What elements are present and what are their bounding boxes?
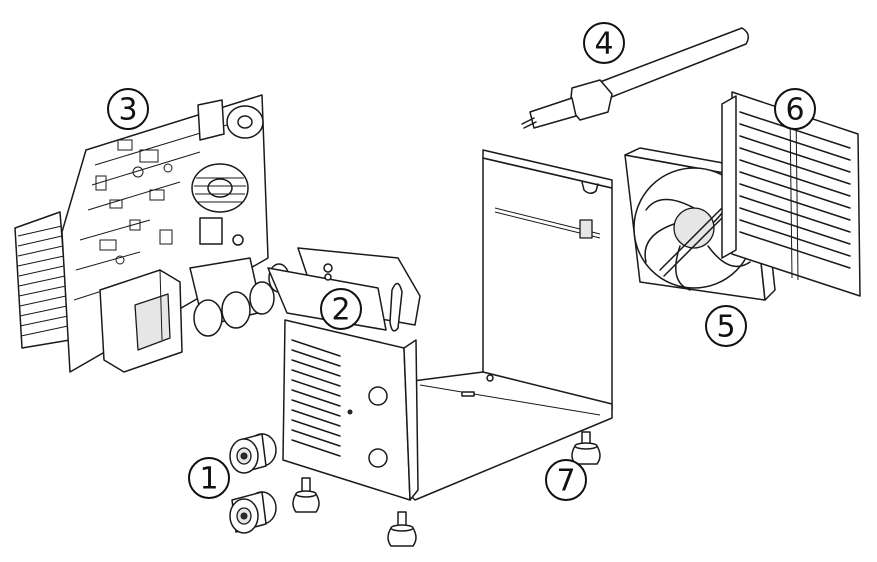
chassis-side-wall [282,319,411,501]
callout-6-label: 6 [785,93,804,128]
board-capacitor [199,217,244,246]
toroid-coil-small [226,105,264,139]
rubber-foot-left [292,477,320,513]
output-socket-upper [229,433,277,474]
socket-hole-lower [368,448,388,468]
heatsink [14,211,71,349]
relay [197,99,225,141]
transformer [99,269,183,373]
rubber-foot-right [571,431,601,465]
callout-4: 4 [583,22,625,64]
fan-filter-grille [721,91,861,297]
callout-5: 5 [705,305,747,347]
callout-1-label: 1 [199,462,218,497]
chassis-rear-wall [482,157,613,411]
toroid-coil-large [191,163,249,213]
output-socket-lower [229,491,277,534]
power-cable [521,27,749,129]
callout-4-label: 4 [594,27,613,62]
callout-7-label: 7 [556,464,575,499]
rubber-foot-bottom [387,511,417,547]
callout-6: 6 [774,88,816,130]
callout-1: 1 [188,457,230,499]
callout-2: 2 [320,288,362,330]
callout-3-label: 3 [118,93,137,128]
callout-7: 7 [545,459,587,501]
capacitors [189,257,290,337]
callout-3: 3 [107,88,149,130]
ventilation-slots [291,339,341,457]
circuit-board-assembly [14,94,290,373]
callout-2-label: 2 [331,293,350,328]
socket-hole-upper [368,386,388,406]
callout-5-label: 5 [716,310,735,345]
chassis [282,149,613,501]
grille-slats [739,111,851,269]
